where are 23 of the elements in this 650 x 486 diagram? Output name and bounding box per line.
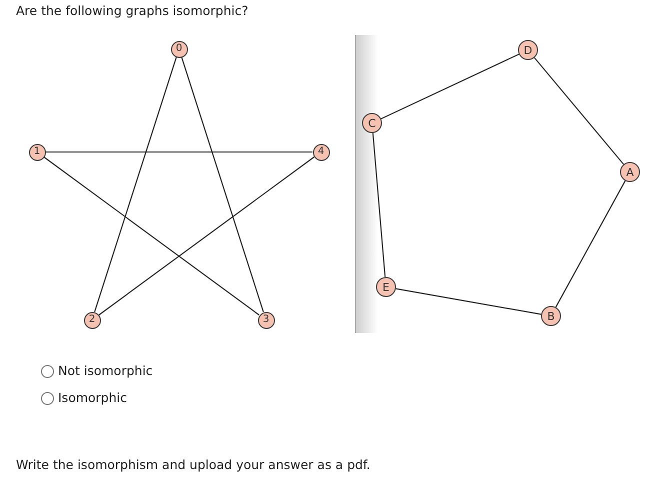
- radio-option: Not isomorphic: [41, 363, 153, 379]
- graph-edge: [555, 180, 626, 308]
- graph-edge: [98, 156, 314, 316]
- graph-edge: [46, 151, 312, 153]
- graph-edge: [380, 54, 520, 120]
- graph-edge: [372, 132, 386, 278]
- graph-vertex: 3: [258, 312, 274, 328]
- graph-vertex: 4: [312, 144, 330, 160]
- graph-vertex: A: [620, 162, 640, 182]
- graph-vertex: E: [376, 277, 396, 297]
- graph-edge: [396, 288, 542, 315]
- instruction-text: Write the isomorphism and upload your answer as a pdf.: [16, 457, 370, 473]
- graph-vertex: 0: [170, 40, 188, 58]
- question-text: Are the following graphs isomorphic?: [16, 3, 248, 19]
- graph-vertex: 1: [28, 144, 46, 160]
- graph-vertex: 2: [84, 312, 100, 328]
- graph-edge: [534, 57, 624, 165]
- graph-vertex: B: [541, 306, 561, 326]
- graph-edge: [94, 56, 177, 312]
- graph-edge: [181, 56, 264, 312]
- radio-option: Isomorphic: [41, 390, 128, 406]
- graph-edge: [44, 156, 260, 316]
- graph-vertex: D: [518, 40, 538, 60]
